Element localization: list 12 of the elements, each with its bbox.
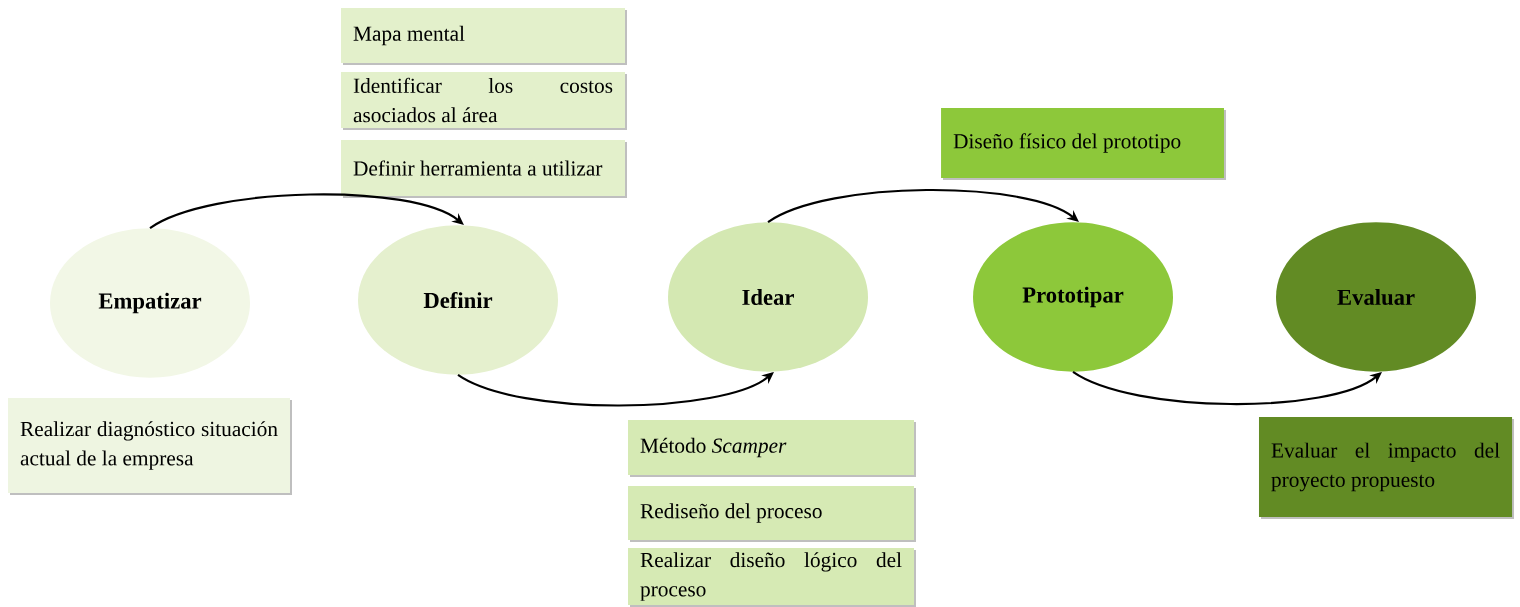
activity-box: Definir herramienta a utilizar xyxy=(341,140,627,198)
activity-box: Realizar diseño lógico del proceso xyxy=(628,547,916,607)
curved-arrow xyxy=(767,188,1079,223)
activity-box: Diseño físico del prototipo xyxy=(941,108,1226,180)
curved-arrow xyxy=(149,193,464,229)
activity-box: Identificar los costos asociados al área xyxy=(341,72,627,130)
activity-box: Método Scamper xyxy=(628,420,916,477)
activity-box: Mapa mental xyxy=(341,8,627,65)
activity-box: Rediseño del proceso xyxy=(628,486,916,542)
activity-box: Realizar diagnóstico situación actual de la empresa xyxy=(8,398,292,495)
activity-box: Evaluar el impacto del proyecto propuesto xyxy=(1259,417,1514,519)
curved-arrow xyxy=(1072,371,1382,406)
